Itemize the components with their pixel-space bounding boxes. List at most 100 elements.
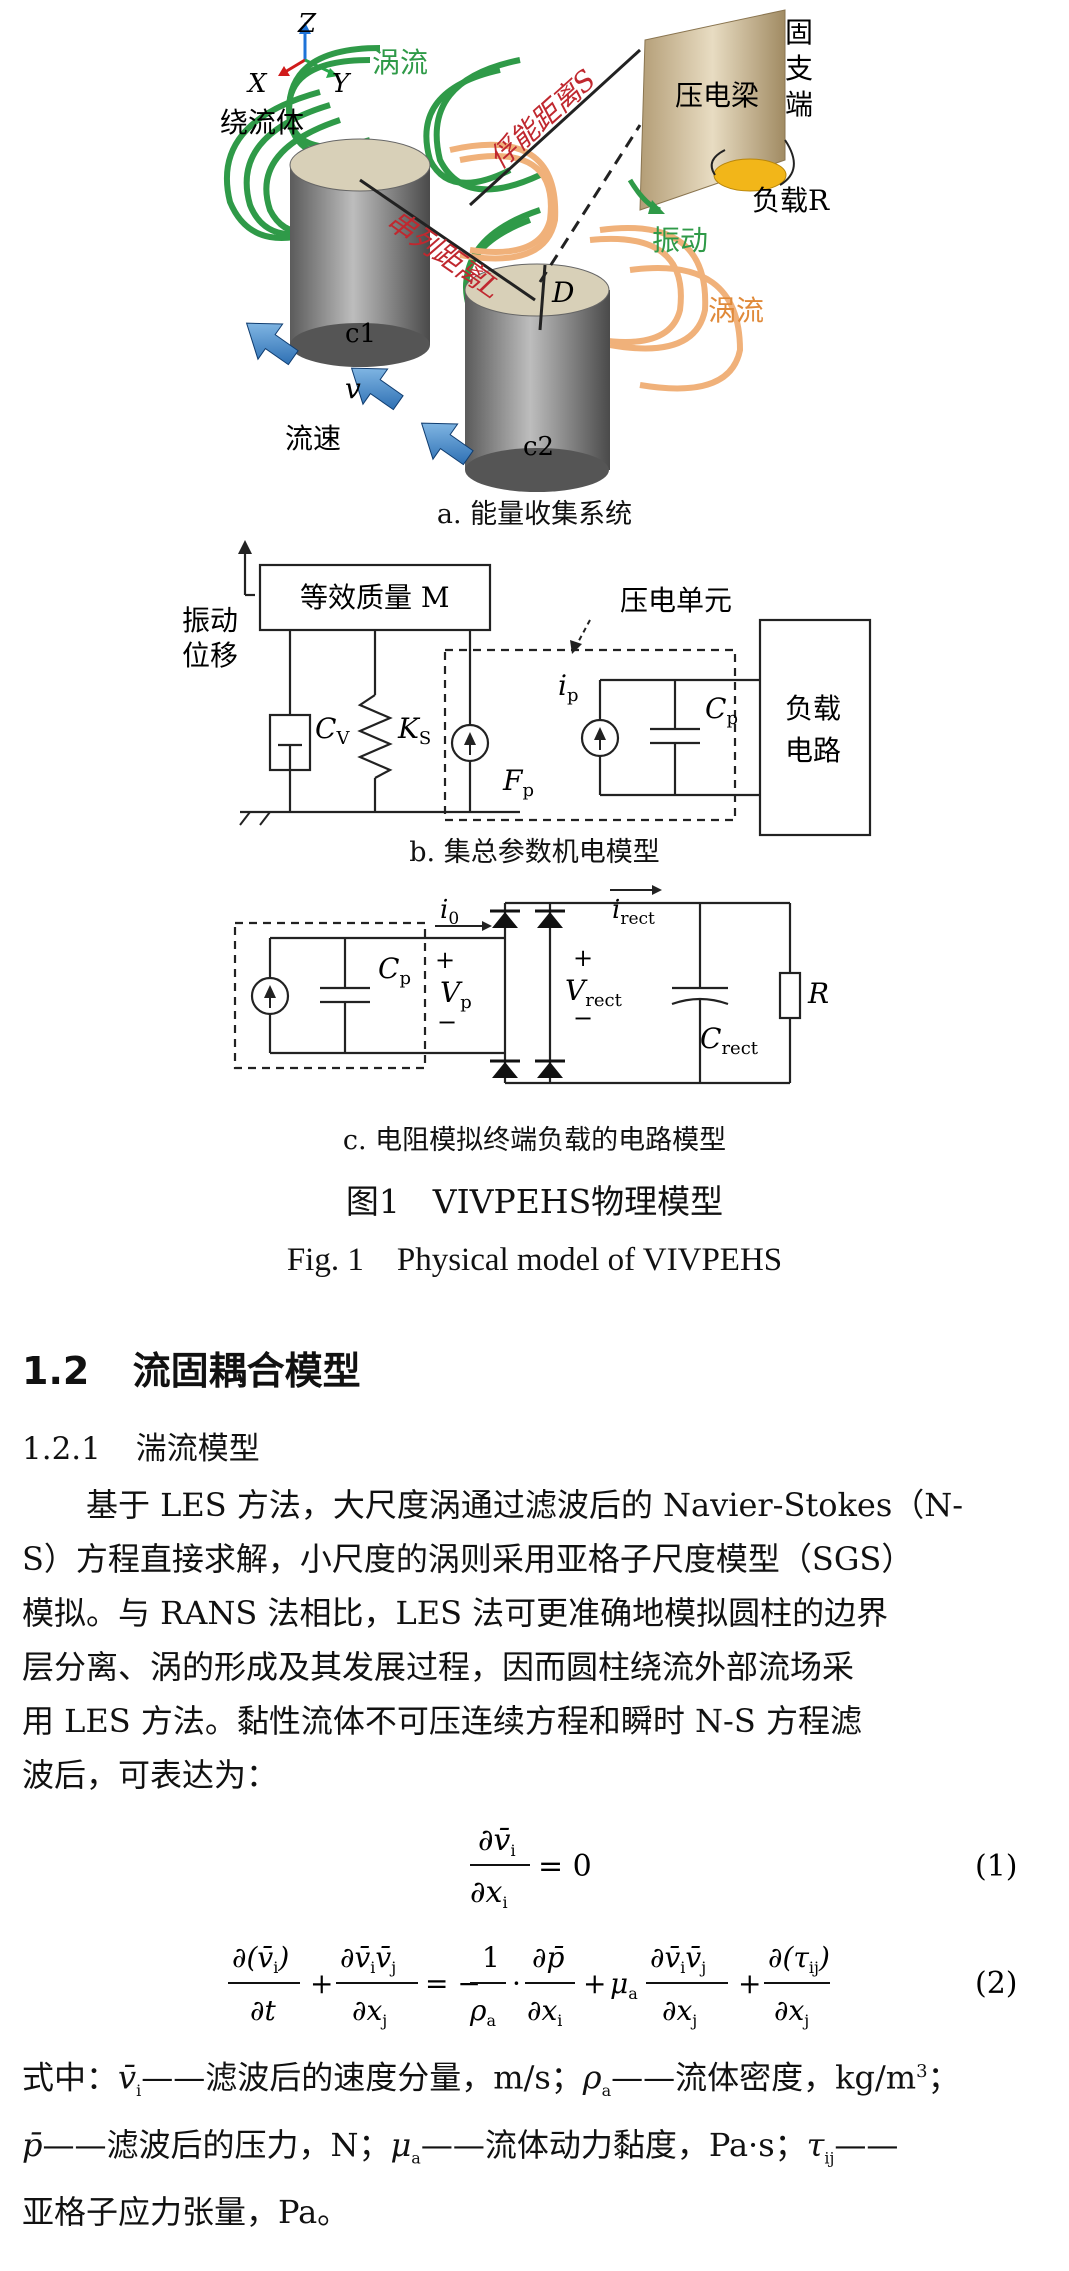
figure-title-cn: 图1 VIVPEHS物理模型 <box>345 1182 724 1221</box>
equation-1-number: (1) <box>975 1849 1018 1884</box>
axis-x-label: X <box>246 69 268 99</box>
irect-label: irect <box>612 895 655 929</box>
equation-2-plus: + <box>310 1967 333 2000</box>
svg-text:∂(v̄i): ∂(v̄i) <box>232 1941 289 1977</box>
flow-arrow-icon <box>350 367 404 411</box>
paragraph-line: 基于 LES 方法，大尺度涡通过滤波后的 Navier-Stokes（N- <box>86 1486 964 1524</box>
cylinder-c1 <box>289 138 431 367</box>
paragraph-line: 模拟。与 RANS 法相比，LES 法可更准确地模拟圆柱的边界 <box>22 1594 889 1632</box>
svg-text:∂xi: ∂xi <box>527 1994 562 2030</box>
equation-1-rhs: = 0 <box>538 1849 592 1884</box>
svg-text:∂xi: ∂xi <box>470 1875 508 1912</box>
vibration-arrow-icon <box>627 178 665 214</box>
flow-speed-label: 流速 <box>285 422 341 455</box>
subsection-heading: 1.2.1 湍流模型 <box>22 1423 260 1468</box>
panel-c-caption: c. 电阻模拟终端负载的电路模型 <box>342 1125 727 1156</box>
vp-plus: + <box>435 946 455 974</box>
vibration-label: 振动 <box>652 224 708 257</box>
svg-text:ρa: ρa <box>469 1994 496 2030</box>
vortex-top-label: 涡流 <box>372 46 428 79</box>
equation-2-plus: + <box>738 1967 761 2000</box>
svg-text:·: · <box>512 1967 521 2000</box>
equation-1: ∂v̄i ∂xi = 0 (1) <box>470 1823 1018 1912</box>
displacement-label-1: 振动 <box>182 604 238 637</box>
vrect-minus: − <box>573 1004 593 1032</box>
paragraph-line: 用 LES 方法。黏性流体不可压连续方程和瞬时 N-S 方程滤 <box>22 1702 862 1740</box>
definitions-block: 式中：v̄i——滤波后的速度分量，m/s；ρa——流体密度，kg/m3； p̄—… <box>22 2045 1062 2239</box>
equation-2: ∂(v̄i) ∂t + ∂v̄iv̄j ∂xj = − 1 ρa · ∂p̄ ∂… <box>228 1941 1018 2030</box>
current-source-arrow-icon <box>464 732 476 745</box>
figure-title-en: Fig. 1 Physical model of VIVPEHS <box>286 1242 783 1278</box>
svg-text:∂xj: ∂xj <box>352 1994 387 2030</box>
svg-text:∂v̄i: ∂v̄i <box>478 1823 516 1860</box>
load-circuit-label-1: 负载 <box>785 692 841 725</box>
svg-text:1: 1 <box>482 1941 500 1974</box>
axis-y-label: Y <box>332 69 352 99</box>
paragraph-line: S）方程直接求解，小尺度的涡则采用亚格子尺度模型（SGS） <box>22 1540 914 1578</box>
panel-c-circuit-diagram: i0 Cp + Vp − + Vrect − irect Crect R <box>233 885 829 1085</box>
pickup-distance-label: 俘能距离S <box>483 63 603 175</box>
distance-arrows <box>359 48 642 331</box>
vrect-plus: + <box>573 944 593 972</box>
cv-label: CV <box>315 712 350 749</box>
i0-label: i0 <box>440 895 459 929</box>
section-number: 1.2 <box>22 1349 90 1393</box>
equation-2-plus: + <box>583 1967 606 2000</box>
diode-icon <box>490 909 520 928</box>
panel-a-energy-harvesting-illustration: Z X Y 涡流 绕流体 俘能距离S 压电梁 固 支 端 负载R 串列距离L 振… <box>220 9 830 492</box>
vp-minus: − <box>437 1008 457 1036</box>
panel-a-caption: a. 能量收集系统 <box>436 499 633 530</box>
svg-text:∂xj: ∂xj <box>774 1994 809 2030</box>
subsection-number: 1.2.1 <box>22 1431 101 1467</box>
section-heading: 1.2 流固耦合模型 <box>22 1340 361 1395</box>
paragraph-line: 层分离、涡的形成及其发展过程，因而圆柱绕流外部流场采 <box>22 1648 855 1686</box>
panel-b-caption: b. 集总参数机电模型 <box>409 837 660 868</box>
ground-hatch <box>239 811 271 826</box>
paragraph-line: 波后，可表达为： <box>22 1756 279 1794</box>
flow-arrow-icon <box>420 422 474 466</box>
fixed-end-label-1: 固 <box>785 16 813 49</box>
ks-label: KS <box>397 712 431 749</box>
svg-text:∂t: ∂t <box>250 1994 276 2027</box>
diode-icon <box>535 909 565 928</box>
definition-line-1: 式中：v̄i——滤波后的速度分量，m/s；ρa——流体密度，kg/m3； <box>22 2058 960 2101</box>
r-label: R <box>807 977 829 1010</box>
definition-line-2: p̄——滤波后的压力，N；μa——流体动力黏度，Pa·s；τij—— <box>22 2126 899 2168</box>
diode-icon <box>535 1059 565 1078</box>
displacement-arrow-icon <box>238 540 252 554</box>
diode-icon <box>490 1059 520 1078</box>
load-label: 负载R <box>752 184 830 217</box>
current-source-arrow-icon <box>264 985 276 998</box>
svg-text:∂v̄iv̄j: ∂v̄iv̄j <box>340 1941 396 1977</box>
cylinder-c1-label: c1 <box>345 319 376 349</box>
fixed-end-label-3: 端 <box>785 88 813 121</box>
cylinder-c2 <box>464 263 610 492</box>
cylinder-c2-label: c2 <box>523 432 554 462</box>
panel-b-lumped-model-diagram: 等效质量 M 振动 位移 CV KS 压电单元 ip Cp Fp 负载 电路 <box>182 540 872 837</box>
current-source-arrow-icon <box>594 727 606 740</box>
bluff-body-label: 绕流体 <box>220 106 304 139</box>
svg-text:∂v̄iv̄j: ∂v̄iv̄j <box>650 1941 706 1977</box>
diameter-label: D <box>551 276 574 309</box>
svg-text:μa: μa <box>610 1967 638 2003</box>
piezo-unit-label: 压电单元 <box>620 584 732 617</box>
flow-arrow-icon <box>245 322 299 366</box>
beam-label: 压电梁 <box>675 79 759 112</box>
load-resistor-icon <box>710 139 795 192</box>
mass-label: 等效质量 M <box>300 581 450 614</box>
vortex-right-label: 涡流 <box>708 294 764 327</box>
svg-text:∂p̄: ∂p̄ <box>532 1941 564 1974</box>
axis-z-label: Z <box>297 9 317 39</box>
vp-label: Vp <box>440 976 472 1013</box>
svg-text:∂xj: ∂xj <box>662 1994 697 2030</box>
svg-text:∂(τij): ∂(τij) <box>768 1941 830 1977</box>
definition-line-3: 亚格子应力张量，Pa。 <box>22 2193 350 2232</box>
vrect-label: Vrect <box>565 974 623 1011</box>
equation-2-number: (2) <box>975 1966 1018 2001</box>
subsection-title: 湍流模型 <box>135 1431 260 1467</box>
ip-label: ip <box>558 669 579 706</box>
cp-label: Cp <box>378 952 411 989</box>
body-paragraph: 基于 LES 方法，大尺度涡通过滤波后的 Navier-Stokes（N- S）… <box>22 1478 1052 1802</box>
velocity-label: v <box>345 372 361 405</box>
fixed-end-label-2: 支 <box>785 52 813 85</box>
